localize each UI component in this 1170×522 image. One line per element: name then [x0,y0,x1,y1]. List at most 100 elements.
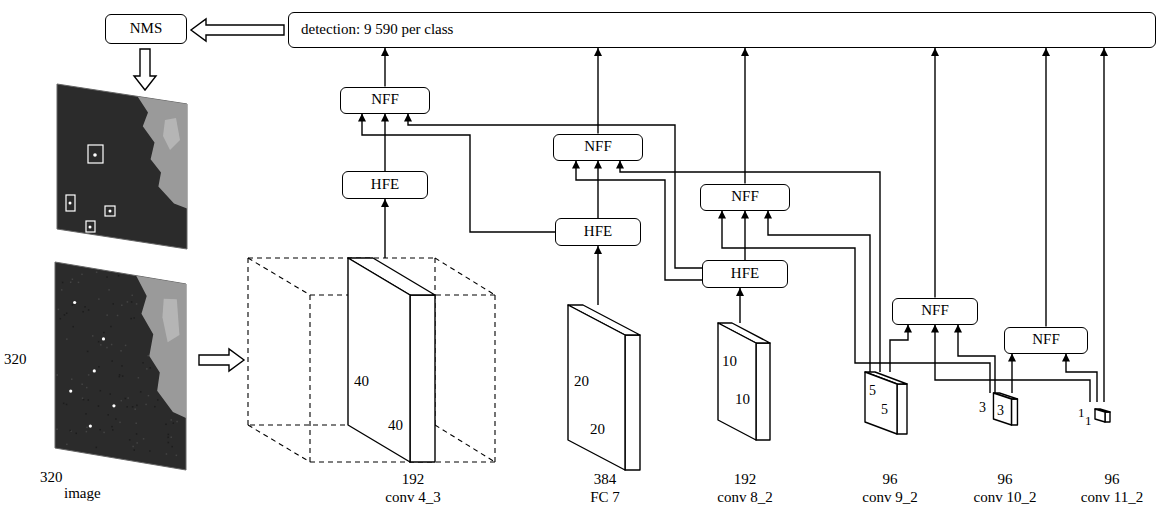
figure-group [718,323,770,440]
speckle [112,429,114,431]
coastline [138,96,187,208]
text-slot: 3 [997,401,1004,419]
speckle [168,434,170,436]
speckle [75,433,77,435]
speckle [103,432,105,434]
connector [934,48,935,298]
speckle [63,403,65,405]
ship-dot [69,390,72,393]
connector [1045,48,1046,327]
speckle [148,355,150,357]
text-slot: 10 [722,352,737,370]
dashed-cube-edge [248,258,310,295]
nff-box: NFF [1004,327,1088,354]
connector [744,211,745,261]
feature-map-face [1095,409,1105,422]
speckle [121,305,123,307]
speckle [127,397,129,399]
ship-dot [93,369,96,372]
nms-box: NMS [105,14,187,44]
ship-dot [89,424,92,427]
figure-label: image [64,485,101,502]
detection-bar: detection: 9 590 per class [288,12,1156,48]
speckle [78,282,80,284]
feature-map: 5596conv 9_2 [850,372,930,510]
speckle [86,431,88,433]
feature-map-face [568,305,625,470]
speckle [106,314,108,316]
detection-box [86,221,95,232]
ship-dot [73,301,76,304]
speckle [168,442,170,444]
speckle [82,311,84,313]
speckle [81,384,83,386]
hfe-box: HFE [702,260,788,288]
feature-map-face [756,343,770,440]
ship-dot [112,404,115,407]
connector [597,246,598,305]
text-slot: 384 [594,470,617,488]
box-label: HFE [584,223,612,240]
figure-label: 10 [722,353,737,370]
speckle [146,368,148,370]
speckle [64,314,66,316]
box-label: HFE [731,265,759,282]
speckle [118,275,120,277]
box-label: NFF [584,138,612,155]
connector [191,19,284,41]
speckle [165,424,167,426]
text-slot: conv 9_2 [862,488,917,506]
speckle [66,338,68,340]
speckle [115,418,117,420]
dashed-cube-edge [494,295,495,462]
feature-map: 3396conv 10_2 [972,393,1039,510]
ship-dot [102,337,105,340]
nff-box: NFF [553,134,643,161]
text-slot: 192 [402,470,425,488]
speckle [106,276,108,278]
speckle [69,430,71,432]
speckle [173,422,175,424]
speckle [88,309,90,311]
speckle [84,306,86,308]
speckle [92,335,94,337]
figure-label: FC 7 [590,489,620,506]
speckle [120,350,122,352]
speckle [112,303,114,305]
sar-image [57,84,187,249]
speckle [150,367,152,369]
figure-label: 384 [594,471,617,488]
text-slot: FC 7 [590,488,620,506]
speckle [143,438,145,440]
figure-label: conv 8_2 [717,489,772,506]
speckle [154,406,156,408]
coastline [163,118,180,150]
speckle [100,390,102,392]
speckle [125,398,127,400]
figure-label: conv 11_2 [1081,489,1143,506]
speckle [131,295,133,297]
speckle [86,387,88,389]
speckle [122,375,124,377]
speckle [66,404,68,406]
dashed-cube-edge [248,425,310,462]
speckle [111,360,113,362]
speckle [176,455,178,457]
speckle [130,318,132,320]
speckle [110,326,112,328]
speckle [111,344,113,346]
sar-image [55,262,186,470]
figure-label: 5 [881,402,888,418]
speckle [121,365,123,367]
figure-label: 96 [1105,471,1120,488]
text-slot: conv 11_2 [1081,488,1143,506]
text-slot: 40 [388,416,403,434]
figure-label: 3 [979,400,986,416]
figure-label: 320 [40,469,63,486]
box-label: detection: 9 590 per class [301,21,453,38]
speckle [142,362,144,364]
speckle [98,405,100,407]
figure-label: 192 [734,471,757,488]
feature-map-face [718,323,756,440]
speckle [100,344,102,346]
